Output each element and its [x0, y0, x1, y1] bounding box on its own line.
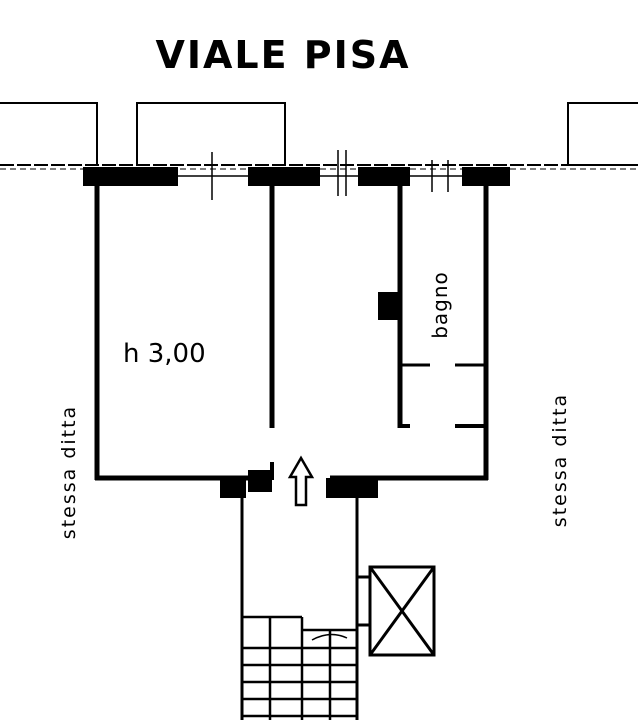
bathroom-label: bagno: [428, 271, 452, 339]
stair-hall: [240, 498, 359, 720]
bathroom-fixture: [378, 292, 398, 320]
entrance-arrow-icon: [287, 455, 315, 507]
entrance: [220, 470, 378, 498]
street-outline: [0, 102, 638, 170]
right-neighbor-label: stessa ditta: [549, 393, 571, 527]
room-height-label: h 3,00: [123, 339, 206, 369]
windows: [178, 150, 462, 200]
walls: [94, 186, 489, 481]
stairs: [243, 615, 357, 720]
elevator: [357, 565, 436, 657]
left-neighbor-label: stessa ditta: [58, 405, 80, 539]
street-name: VIALE PISA: [155, 33, 410, 77]
facade-wall: [83, 167, 510, 186]
